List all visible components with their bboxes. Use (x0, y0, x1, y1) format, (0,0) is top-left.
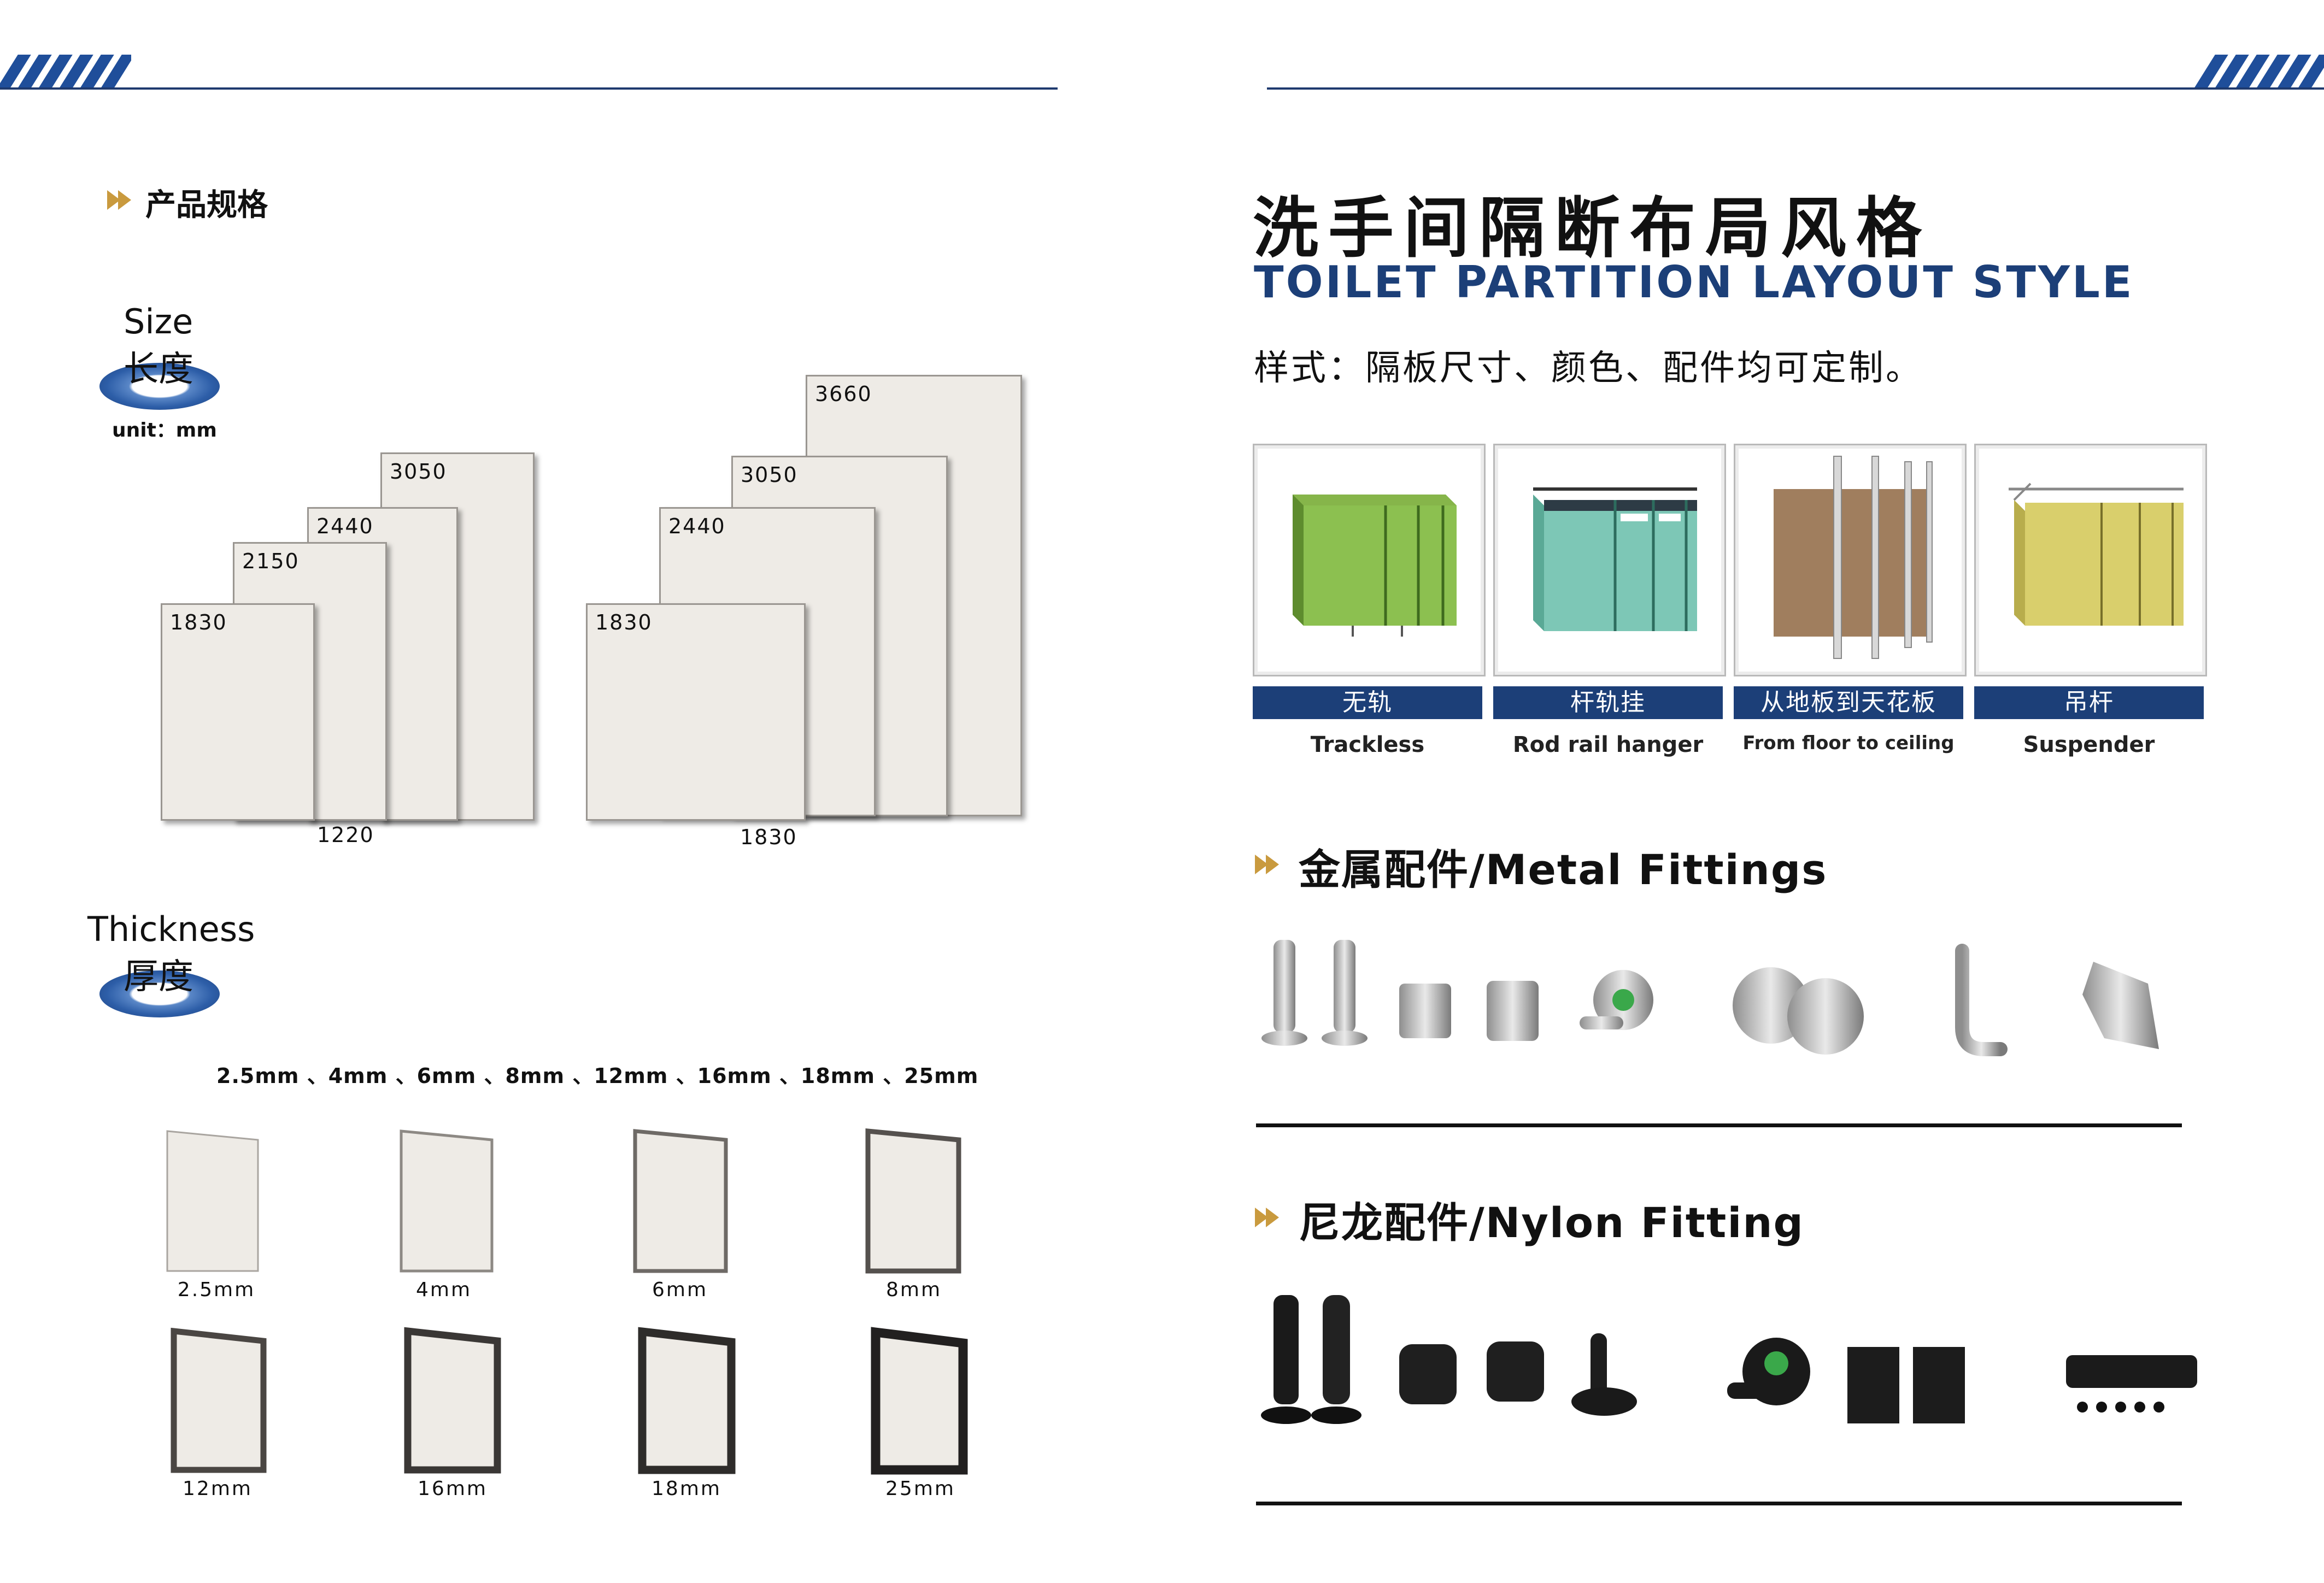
tile-label: 6mm (652, 1279, 708, 1301)
section-arrow-icon (118, 190, 131, 210)
nylon-hook-icon (1571, 1333, 1637, 1416)
style-label-zh: 杆轨挂 (1493, 686, 1723, 719)
tile-label: 2.5mm (177, 1279, 256, 1301)
style-label-zh: 无轨 (1253, 686, 1482, 719)
metal-cylinder-icon (1487, 981, 1539, 1041)
header-stripes-left (0, 55, 131, 87)
thickness-title-zh: 厚度 (124, 957, 193, 997)
tile-label: 18mm (652, 1478, 721, 1500)
tile-2.5mm (166, 1130, 259, 1272)
nylon-support-leg-icon (1261, 1295, 1311, 1424)
style-label-en: Suspender (2023, 732, 2155, 757)
metal-coat-hook-icon (1955, 944, 2008, 1056)
section-arrow-icon (1266, 855, 1279, 874)
size-title-en: Size (124, 302, 193, 342)
size-disc-icon (99, 363, 220, 410)
header-line-left (0, 87, 1058, 90)
product-spec-title: 产品规格 (145, 187, 268, 223)
metal-lock-indicator-icon (1580, 970, 1653, 1030)
width-label-1830: 1830 (740, 825, 797, 849)
layout-subtitle: 样式：隔板尺寸、颜色、配件均可定制。 (1254, 348, 1923, 389)
tile-label: 16mm (418, 1478, 488, 1500)
nylon-connector-icon (1399, 1344, 1457, 1404)
style-card-suspender (1974, 444, 2207, 676)
header-stripes-right (2192, 55, 2324, 87)
metal-support-leg-icon (1261, 940, 1307, 1046)
thickness-title-en: Thickness (87, 909, 255, 949)
metal-corner-bracket-icon (2082, 962, 2159, 1049)
size-title-zh: 长度 (124, 349, 193, 390)
style-label-en: Rod rail hanger (1512, 732, 1704, 757)
style-card-rod-rail (1493, 444, 1726, 676)
tile-label: 25mm (885, 1478, 955, 1500)
nylon-lock-indicator-icon (1727, 1338, 1810, 1405)
size-unit: unit：mm (112, 419, 217, 442)
tile-12mm (171, 1327, 267, 1473)
divider-nylon (1256, 1502, 2182, 1505)
nylon-connector-icon (1487, 1341, 1544, 1402)
metal-support-leg-icon (1322, 940, 1368, 1046)
tile-8mm (865, 1128, 961, 1274)
panel-1830: 1830 (161, 603, 315, 821)
header-line-right (1267, 87, 2324, 90)
style-label-zh: 吊杆 (1974, 686, 2204, 719)
tile-18mm (638, 1327, 736, 1474)
style-card-floor-ceiling (1734, 444, 1967, 676)
trackless-partition-icon (1293, 495, 1457, 637)
panel-1830: 1830 (586, 603, 806, 821)
style-card-trackless (1253, 444, 1486, 676)
tile-label: 4mm (415, 1279, 472, 1301)
nylon-fittings-images (1261, 1295, 2197, 1424)
layout-title-en: TOILET PARTITION LAYOUT STYLE (1254, 257, 2134, 308)
style-label-en: From floor to ceiling (1742, 732, 1955, 754)
nylon-support-leg-icon (1311, 1295, 1361, 1424)
suspender-partition-icon (2009, 482, 2184, 626)
tile-16mm (404, 1327, 501, 1474)
metal-fittings-images (1261, 940, 2159, 1056)
divider-metal (1256, 1123, 2182, 1127)
layout-title-zh: 洗手间隔断布局风格 (1253, 191, 1932, 267)
nylon-hinge-icon (1847, 1347, 1965, 1423)
floor-ceiling-partition-icon (1774, 456, 1933, 659)
metal-fittings-title: 金属配件/Metal Fittings (1299, 845, 1828, 894)
style-label-en: Trackless (1310, 732, 1425, 757)
tile-label: 8mm (885, 1279, 942, 1301)
metal-hinge-icon (1733, 967, 1864, 1055)
tile-4mm (400, 1129, 494, 1273)
metal-connector-icon (1399, 984, 1451, 1038)
thickness-disc-icon (99, 970, 220, 1017)
tile-25mm (871, 1327, 968, 1475)
tile-label: 12mm (183, 1478, 253, 1500)
nylon-corner-bracket-icon (2066, 1355, 2197, 1413)
tile-6mm (633, 1129, 728, 1273)
thickness-list: 2.5mm 、4mm 、6mm 、8mm 、12mm 、16mm 、18mm 、… (216, 1064, 979, 1088)
section-arrow-icon (1266, 1208, 1279, 1227)
width-label-1220: 1220 (317, 823, 374, 847)
nylon-fitting-title: 尼龙配件/Nylon Fitting (1299, 1198, 1804, 1247)
rod-rail-partition-icon (1533, 487, 1697, 631)
style-label-zh: 从地板到天花板 (1734, 686, 1963, 719)
